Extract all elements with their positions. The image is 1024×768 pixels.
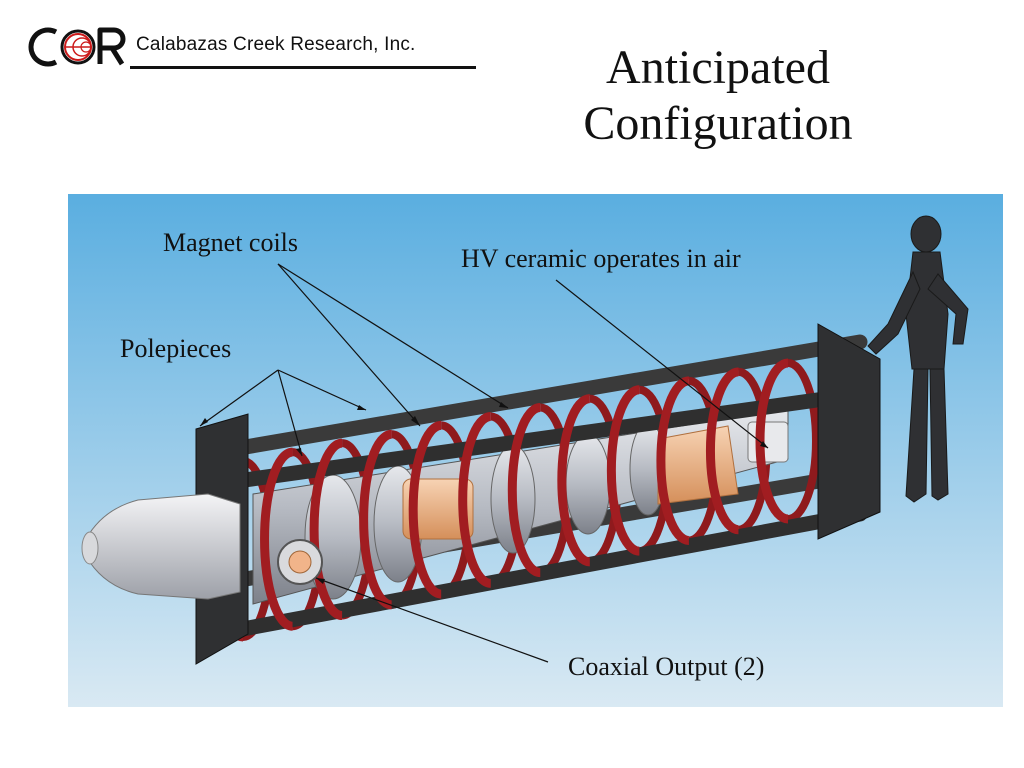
magnet-coil-front-half — [507, 403, 541, 578]
label-polepieces: Polepieces — [120, 334, 232, 363]
magnet-coil-front-half — [557, 394, 591, 567]
electron-gun-cone — [81, 493, 241, 600]
end-plate-right — [817, 323, 881, 540]
ceramic-end-cap — [747, 421, 789, 463]
magnet-coil-front-half — [706, 367, 739, 535]
ceramic-segment-left — [402, 478, 474, 540]
cor-logo-mark — [28, 27, 126, 67]
slide-title: Anticipated Configuration — [548, 40, 888, 152]
slide-title-line2: Configuration — [583, 97, 853, 150]
magnet-coil-front-half — [656, 376, 690, 545]
hv-ceramic — [657, 425, 739, 505]
logo-underline — [130, 66, 476, 69]
label-magnet-coils: Magnet coils — [163, 228, 299, 257]
magnet-coil-back-half — [787, 359, 820, 523]
label-coaxial-output: Coaxial Output (2) — [568, 652, 765, 681]
assembly-illustration — [68, 194, 1003, 707]
magnet-coil-front-half — [458, 411, 492, 588]
coaxial-output-flange — [277, 539, 323, 585]
magnet-coil-front-half — [359, 429, 393, 610]
company-logo: Calabazas Creek Research, Inc. — [18, 22, 478, 72]
company-name: Calabazas Creek Research, Inc. — [136, 34, 416, 55]
callout-leader-lines — [199, 263, 769, 663]
callout-arrowheads — [200, 402, 768, 584]
configuration-figure: Magnet coils HV ceramic operates in air … — [68, 194, 1003, 707]
gyrotron-body — [252, 408, 789, 605]
label-hv-ceramic: HV ceramic operates in air — [461, 244, 741, 273]
magnet-coil-front-half — [260, 447, 294, 631]
slide-title-line1: Anticipated — [606, 41, 830, 94]
magnet-coil-front-half — [309, 438, 343, 621]
magnet-coil-front-half — [606, 385, 640, 556]
magnet-coil-front-half — [408, 420, 442, 599]
human-figure — [867, 215, 969, 503]
